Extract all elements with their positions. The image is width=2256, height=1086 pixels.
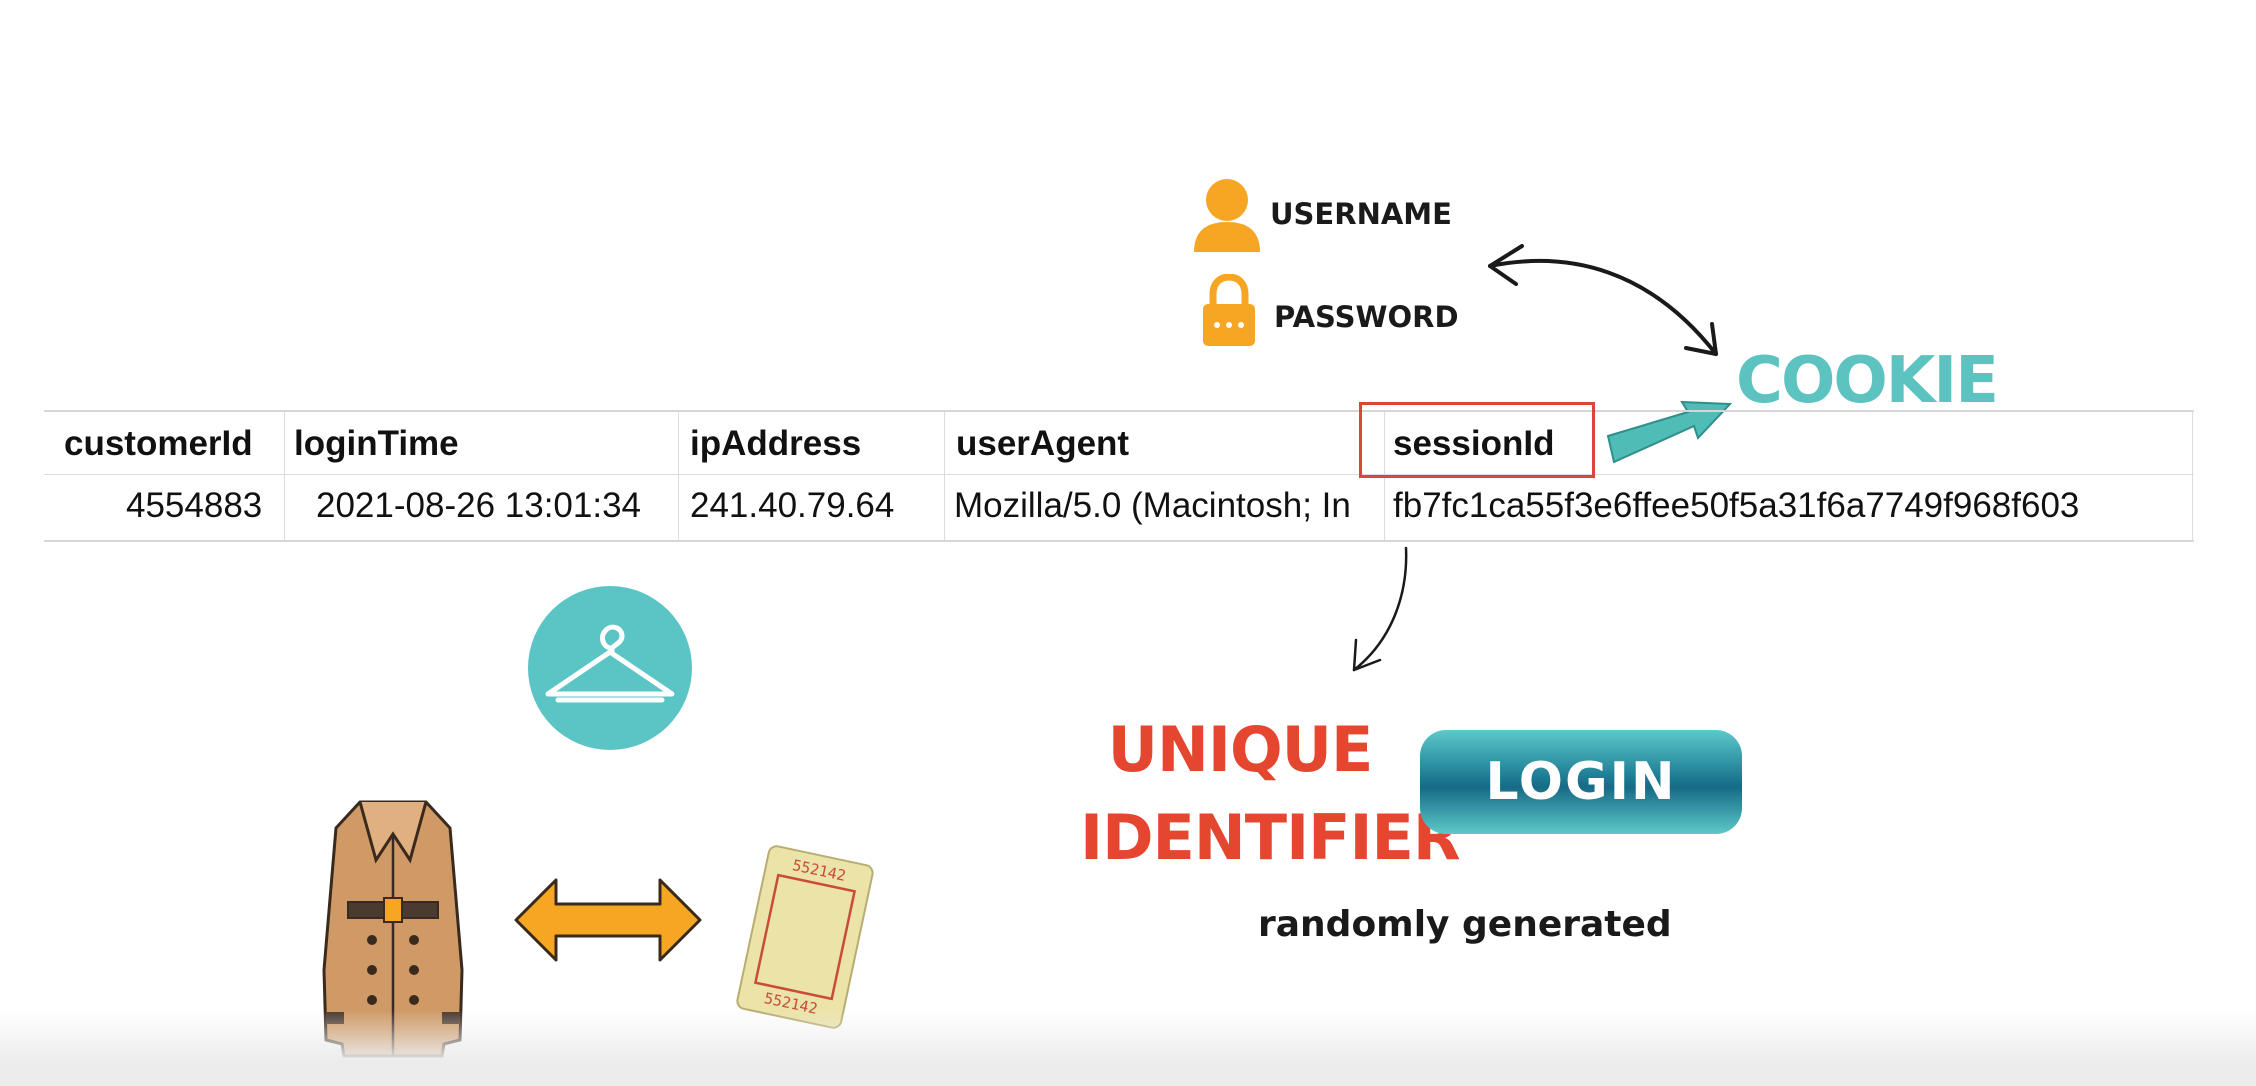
bottom-fade [0, 1010, 2256, 1086]
identifier-line: IDENTIFIER [1080, 801, 1461, 874]
header-sessionid: sessionId [1393, 424, 1555, 463]
down-arrow-icon [1352, 546, 1408, 672]
curved-double-arrow-icon [1488, 244, 1718, 356]
header-useragent: userAgent [956, 424, 1130, 463]
double-arrow-icon [514, 878, 702, 962]
sessionid-highlight [1359, 402, 1595, 478]
ticket-icon: 552142 552142 [736, 845, 874, 1029]
cell-ipaddress: 241.40.79.64 [690, 486, 895, 525]
header-logintime: loginTime [294, 424, 459, 463]
username-label: USERNAME [1270, 197, 1452, 231]
user-icon [1194, 179, 1260, 252]
header-ipaddress: ipAddress [690, 424, 862, 463]
unique-line: UNIQUE [1107, 713, 1374, 786]
lock-icon [1203, 274, 1255, 346]
cell-customerid: 4554883 [126, 486, 263, 525]
header-customerid: customerId [64, 424, 253, 463]
hanger-badge [528, 586, 692, 750]
randomly-generated-label: randomly generated [1258, 904, 1672, 945]
cell-useragent: Mozilla/5.0 (Macintosh; In [954, 486, 1351, 525]
login-button[interactable]: LOGIN [1420, 730, 1742, 834]
cell-logintime: 2021-08-26 13:01:34 [316, 486, 641, 525]
password-label: PASSWORD [1274, 300, 1459, 334]
cookie-label: COOKIE [1736, 344, 1999, 418]
session-table: customerId loginTime ipAddress userAgent… [44, 410, 2194, 542]
cell-sessionid: fb7fc1ca55f3e6ffee50f5a31f6a7749f968f603 [1393, 486, 2080, 525]
hanger-icon [545, 624, 675, 703]
unique-identifier-label: UNIQUE IDENTIFIER [1080, 706, 1461, 882]
